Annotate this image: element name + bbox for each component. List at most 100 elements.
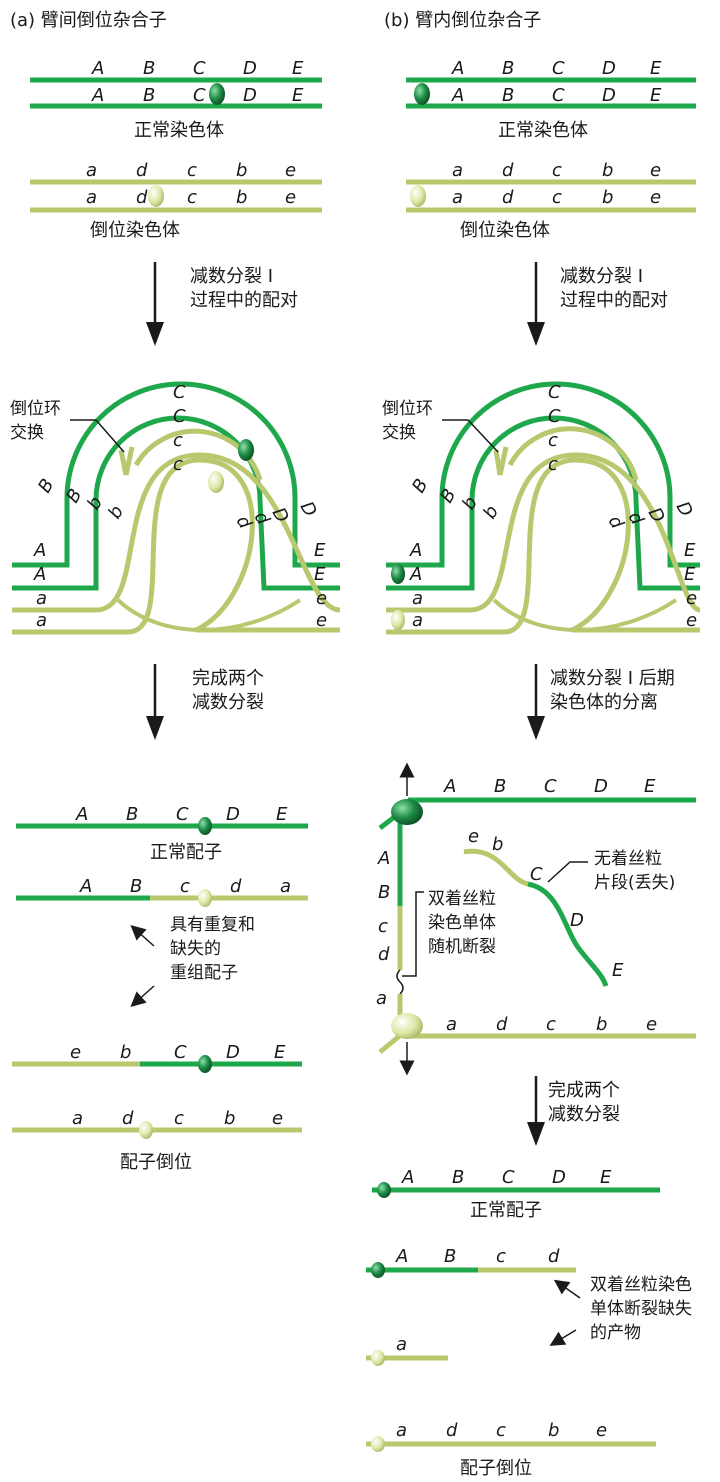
gene-label: a [412, 588, 423, 609]
gene-label: d [548, 1246, 560, 1267]
gene-label: c [546, 1014, 556, 1035]
gene-label: A [451, 58, 464, 79]
gene-label: D [602, 58, 616, 79]
gene-label: a [36, 610, 47, 631]
gene-label: A [451, 85, 464, 106]
gene-label: d [446, 1420, 458, 1441]
gene-label: C [552, 85, 565, 106]
gene-label: E [314, 540, 326, 561]
panel-a-normal-chromosomes: A B C D E A B C D E 正常染色体 [30, 58, 322, 141]
centromere-dark [414, 83, 430, 105]
centromere-dark [198, 1055, 212, 1073]
gene-label: B [502, 58, 514, 79]
gene-label: D [552, 1167, 566, 1188]
gene-label: c [173, 430, 183, 451]
gene-label: D [226, 1042, 240, 1063]
loop-label: 交换 [10, 423, 44, 443]
gene-label: C [173, 382, 186, 403]
panel-b-inverted-chromosomes: a d c b e a d c b e 倒位染色体 [406, 160, 696, 241]
step-label: 过程中的配对 [190, 290, 298, 311]
gene-label: E [292, 58, 304, 79]
gene-label: e [468, 826, 479, 847]
gene-label: c [496, 1246, 506, 1267]
gene-label: e [686, 588, 697, 609]
gene-label: C [548, 382, 561, 403]
gene-label: d [378, 944, 390, 965]
gene-label: C [193, 58, 206, 79]
gene-label: C [193, 85, 206, 106]
gene-label: E [650, 85, 662, 106]
gene-label: a [280, 876, 291, 897]
panel-a-arrow-step2: 完成两个 减数分裂 [146, 664, 264, 740]
gene-label: b [492, 834, 503, 855]
gene-label: E [644, 776, 656, 797]
gene-label: d [230, 876, 242, 897]
gene-label: B [143, 85, 155, 106]
gene-label: D [570, 910, 584, 931]
panel-b-title: (b) 臂内倒位杂合子 [384, 10, 541, 31]
deletion-label: 单体断裂缺失 [590, 1299, 692, 1319]
centromere-light [198, 889, 212, 907]
gene-label: A [409, 540, 422, 561]
gene-label: B [378, 882, 390, 903]
gene-label: b [602, 187, 613, 208]
recombinant-label: 缺失的 [170, 939, 221, 959]
gene-label: C [502, 1167, 515, 1188]
gene-label: A [33, 540, 46, 561]
panel-a-title: (a) 臂间倒位杂合子 [10, 10, 167, 31]
gene-label: c [548, 430, 558, 451]
gene-label: c [548, 454, 558, 475]
centromere-dark [391, 564, 405, 584]
gene-label: E [292, 85, 304, 106]
panel-b-arrow-step2: 减数分裂 I 后期 染色体的分离 [527, 664, 675, 740]
gene-label: a [36, 588, 47, 609]
centromere-light [410, 185, 426, 207]
deletion-label: 的产物 [590, 1323, 641, 1343]
step-label: 减数分裂 I [560, 266, 643, 287]
caption-inverted-gamete: 配子倒位 [460, 1458, 532, 1479]
acentric-label: 无着丝粒 [594, 849, 662, 869]
gene-label: E [612, 960, 624, 981]
dicentric-label: 随机断裂 [428, 937, 496, 957]
deletion-label: 双着丝粒染色 [590, 1275, 692, 1295]
gene-label: a [452, 160, 463, 181]
panel-a-inversion-loop: C C c c B B b b D D d d A A a a E E e e … [10, 381, 341, 635]
caption-normal-gamete: 正常配子 [470, 1200, 542, 1221]
gene-label: B [408, 475, 432, 496]
centromere-light [391, 1013, 423, 1039]
gene-label: C [544, 776, 557, 797]
gene-label: b [602, 160, 613, 181]
gene-label: c [174, 1108, 184, 1129]
gene-label: d [136, 187, 148, 208]
gene-label: D [243, 85, 257, 106]
gene-label: a [396, 1420, 407, 1441]
centromere-light [371, 1436, 385, 1452]
gene-label: E [684, 564, 696, 585]
centromere-dark [209, 83, 225, 105]
centromere-light [391, 610, 405, 630]
centromere-dark [371, 1262, 385, 1278]
gene-label: E [650, 58, 662, 79]
gene-label: e [596, 1420, 607, 1441]
gene-label: c [552, 187, 562, 208]
gene-label: d [604, 512, 628, 533]
gene-label: C [548, 406, 561, 427]
gene-label: a [412, 610, 423, 631]
gene-label: D [602, 85, 616, 106]
gene-label: D [644, 504, 669, 527]
step-label: 完成两个 [192, 668, 264, 689]
panel-a-arrow-step1: 减数分裂 I 过程中的配对 [146, 262, 298, 346]
gene-label: e [316, 588, 327, 609]
gene-label: C [530, 864, 543, 885]
gene-label: c [187, 187, 197, 208]
recombinant-label: 具有重复和 [170, 915, 255, 935]
gene-label: c [496, 1420, 506, 1441]
panel-b-inversion-loop: C C c c B B b b D D d d A A a a E E e e … [382, 381, 701, 635]
gene-label: e [316, 610, 327, 631]
centromere-dark [198, 817, 212, 835]
gene-label: E [274, 1042, 286, 1063]
panel-a-inverted-chromosomes: a d c b e a d c b e 倒位染色体 [30, 160, 322, 241]
loop-label: 交换 [382, 423, 416, 443]
caption-normal-chromosome: 正常染色体 [498, 120, 588, 141]
